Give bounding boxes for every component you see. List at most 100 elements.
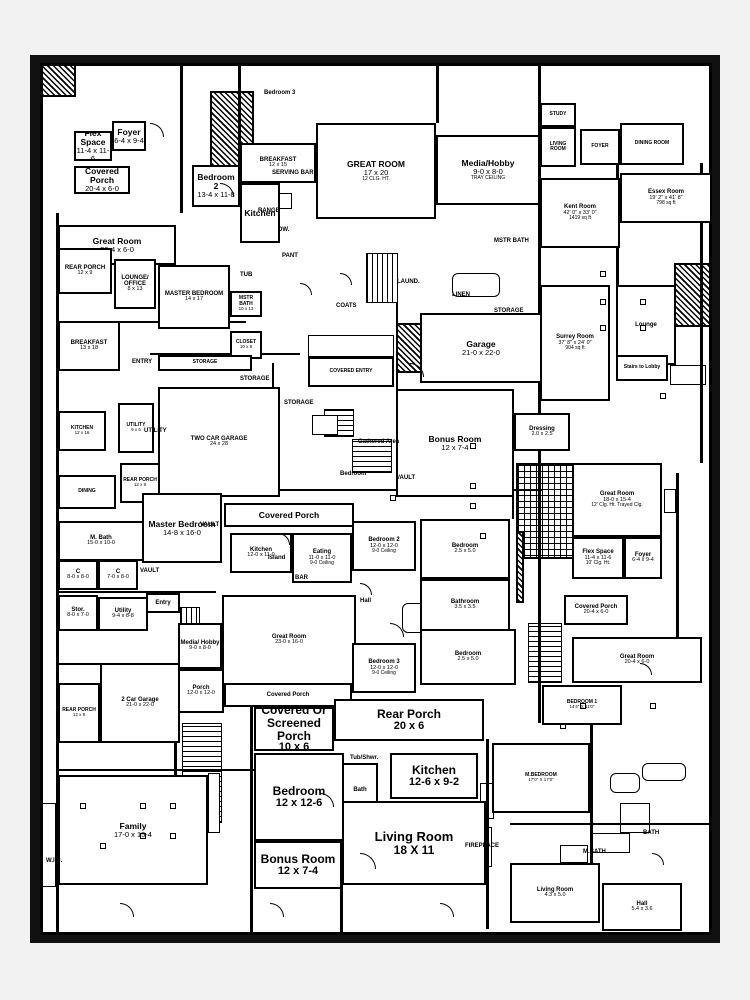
room-name: Covered Or Screened Porch — [261, 707, 327, 743]
wall-segment — [709, 63, 712, 935]
room-name: Utility — [114, 607, 132, 614]
room-living-room-a: LIVING ROOM — [540, 127, 576, 167]
room-name: Media/Hobby — [461, 157, 515, 168]
room-name: C — [115, 568, 121, 575]
room-dimensions: 11-0 x 11-0 — [308, 554, 336, 561]
room-dimensions: 23-0 x 16-0 — [275, 639, 303, 646]
room-name: Covered Porch — [266, 691, 310, 698]
room-dimensions: 24 x 28 — [209, 441, 229, 448]
room-note: 904 sq ft — [565, 345, 585, 352]
room-name: REAR PORCH — [64, 264, 106, 271]
room-name: Stairs to Lobby — [623, 364, 661, 371]
wall-segment — [180, 63, 183, 213]
room-dimensions: 12-6 x 9-2 — [408, 775, 460, 788]
room-name: Great Room — [92, 235, 142, 246]
room-name: Stor. — [71, 606, 85, 613]
room-dimensions: 18 X 11 — [393, 842, 435, 857]
room-name: Master Bedroom — [148, 518, 216, 529]
room-dimensions: 14-8 x 16-0 — [163, 527, 201, 537]
room-name: CLOSET — [235, 339, 257, 346]
room-note: 12' Clg. Ht. Trayed Clg. — [591, 502, 643, 509]
tub-c — [610, 773, 640, 793]
wall-segment — [56, 321, 246, 323]
room-dimensions: 8-0 x 7-0 — [67, 612, 89, 619]
room-dimensions: 12-0 x 11-0 — [247, 552, 275, 559]
room-name: TWO CAR GARAGE — [190, 435, 248, 442]
room-dimensions: 12 x 16 — [74, 430, 90, 436]
room-name: Rear Porch — [376, 706, 442, 721]
room-name: 2 Car Garage — [121, 696, 159, 703]
room-dimensions: 14'4" X 11'0" — [569, 704, 595, 710]
room-name: M. Bath — [90, 534, 112, 541]
room-dimensions: 2.5 x 5.0 — [454, 548, 476, 555]
room-dimensions: 12 x 9 — [72, 712, 86, 718]
room-storage-a: STORAGE — [158, 355, 252, 371]
wall-segment — [56, 769, 256, 771]
room-note: 9-0 Ceiling — [372, 670, 396, 677]
wall-segment — [222, 489, 542, 491]
room-dining-a: DINING — [58, 475, 116, 509]
room-dimensions: 11-4 x 11-6 — [584, 554, 612, 561]
kitchen-grid — [516, 463, 574, 559]
room-name: Bonus Room — [428, 433, 482, 444]
room-name: Garage — [466, 338, 496, 349]
room-dimensions: 18-0 x 15-4 — [603, 496, 631, 503]
closet-box — [590, 833, 630, 853]
window-mark — [100, 843, 106, 849]
room-name: FOYER — [591, 143, 609, 150]
wall-segment — [676, 473, 679, 673]
room-dimensions: 8 x 13 — [127, 286, 143, 293]
m-bath-box — [560, 845, 588, 863]
wall-segment — [40, 932, 712, 935]
room-dimensions: 9-4 x 8-8 — [112, 613, 134, 620]
room-dimensions: 2.0 x 2.5 — [531, 431, 553, 438]
shower-box — [620, 803, 650, 833]
window-mark — [470, 443, 476, 449]
room-dimensions: 17 x 20 — [363, 167, 389, 177]
room-dimensions: 20-4 x 6-0 — [100, 244, 134, 254]
window-mark — [560, 723, 566, 729]
window-mark — [390, 495, 396, 501]
room-note: 12 CLG. HT. — [362, 175, 390, 182]
room-dimensions: 21-0 x 22-0 — [126, 702, 154, 709]
wall-segment — [616, 163, 619, 363]
room-name: Bedroom — [454, 650, 482, 657]
room-dimensions: 42' 0" x 33' 0" — [563, 209, 597, 216]
room-name: Flex Space — [80, 131, 106, 148]
door-swing — [340, 273, 352, 285]
room-dining-room-a: DINING ROOM — [620, 123, 684, 165]
room-name: Bath — [353, 786, 367, 793]
room-name: Bedroom — [272, 783, 326, 798]
wall-segment — [56, 591, 216, 593]
room-name: DINING ROOM — [634, 140, 670, 147]
window-mark — [640, 325, 646, 331]
room-dimensions: 17'0" X 17'0" — [528, 777, 554, 783]
room-name: Lounge — [635, 321, 657, 328]
wall-segment — [56, 213, 59, 933]
room-dimensions: 12-0 x 12-0 — [370, 542, 398, 549]
room-name: Bedroom 2 — [368, 537, 400, 544]
door-swing — [150, 123, 164, 137]
room-name: Media/ Hobby — [180, 639, 220, 646]
room-stor: Stor.8-0 x 7-0 — [58, 595, 98, 631]
room-dimensions: 14 x 17 — [184, 296, 204, 303]
room-covered-porch-c: Covered Porch — [224, 503, 354, 527]
room-name: LOUNGE/ OFFICE — [121, 274, 149, 288]
